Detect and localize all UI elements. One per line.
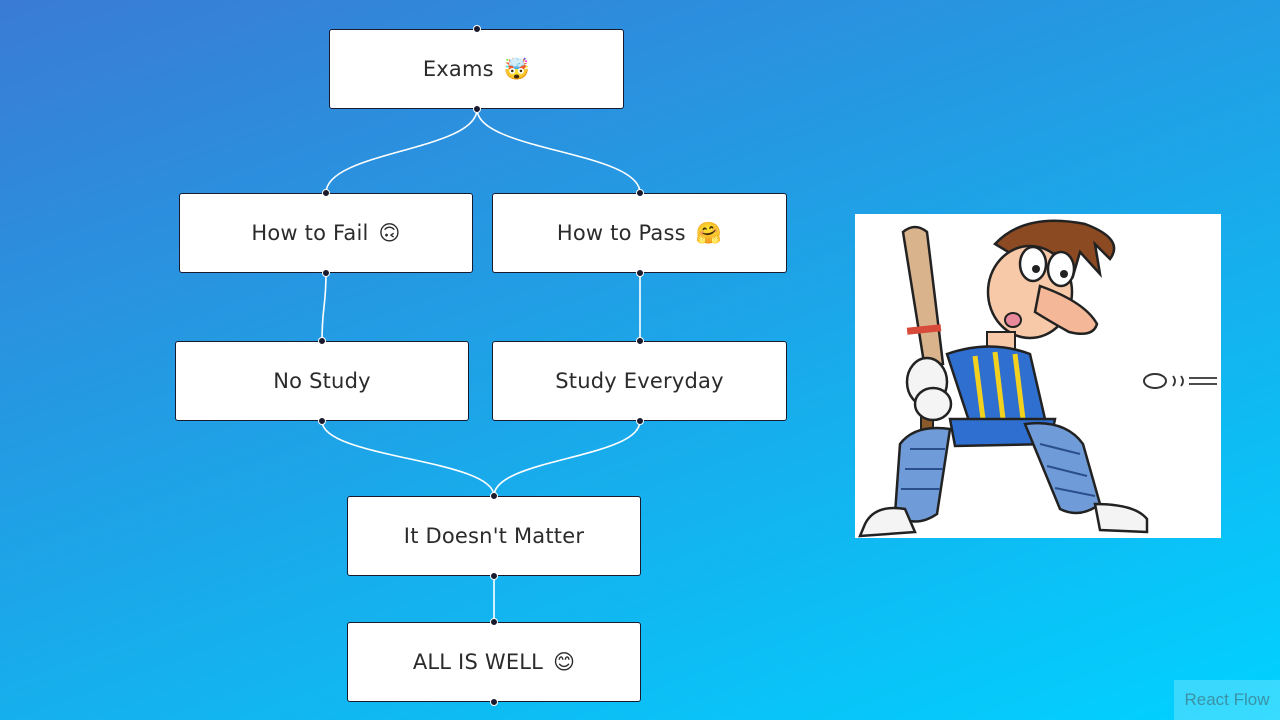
node-label: How to Fail bbox=[251, 221, 369, 245]
edge-exams-to-fail[interactable] bbox=[325, 108, 478, 194]
node-fail[interactable]: How to Fail 🙃 bbox=[179, 193, 473, 273]
node-study[interactable]: Study Everyday bbox=[492, 341, 787, 421]
target-handle[interactable] bbox=[490, 492, 498, 500]
node-label: It Doesn't Matter bbox=[403, 524, 585, 548]
edge-exams-to-pass[interactable] bbox=[476, 108, 641, 194]
node-label: ALL IS WELL bbox=[412, 650, 544, 674]
react-flow-attribution[interactable]: React Flow bbox=[1174, 680, 1280, 720]
edge-nostudy-to-matter[interactable] bbox=[321, 420, 495, 497]
edge-fail-to-nostudy[interactable] bbox=[321, 272, 327, 342]
node-nostudy[interactable]: No Study bbox=[175, 341, 469, 421]
target-handle[interactable] bbox=[490, 618, 498, 626]
node-label: How to Pass bbox=[556, 221, 686, 245]
node-matter[interactable]: It Doesn't Matter bbox=[347, 496, 641, 576]
node-label: Study Everyday bbox=[555, 369, 724, 393]
source-handle[interactable] bbox=[490, 572, 498, 580]
target-handle[interactable] bbox=[318, 337, 326, 345]
target-handle[interactable] bbox=[322, 189, 330, 197]
source-handle[interactable] bbox=[318, 417, 326, 425]
node-exams[interactable]: Exams 🤯 bbox=[329, 29, 624, 109]
upside-down-face-icon: 🙃 bbox=[378, 221, 401, 245]
hugging-face-icon: 🤗 bbox=[695, 220, 723, 245]
source-handle[interactable] bbox=[636, 417, 644, 425]
node-pass[interactable]: How to Pass 🤗 bbox=[492, 193, 787, 273]
exploding-head-icon: 🤯 bbox=[503, 56, 531, 81]
edge-study-to-matter[interactable] bbox=[493, 420, 641, 497]
target-handle[interactable] bbox=[636, 337, 644, 345]
cricket-batsman-illustration bbox=[855, 214, 1221, 538]
target-handle[interactable] bbox=[473, 25, 481, 33]
node-label: No Study bbox=[273, 369, 371, 393]
node-well[interactable]: ALL IS WELL 😊 bbox=[347, 622, 641, 702]
source-handle[interactable] bbox=[322, 269, 330, 277]
source-handle[interactable] bbox=[473, 105, 481, 113]
target-handle[interactable] bbox=[636, 189, 644, 197]
source-handle[interactable] bbox=[636, 269, 644, 277]
smiling-face-icon: 😊 bbox=[553, 650, 576, 674]
node-label: Exams bbox=[422, 57, 494, 81]
source-handle[interactable] bbox=[490, 698, 498, 706]
